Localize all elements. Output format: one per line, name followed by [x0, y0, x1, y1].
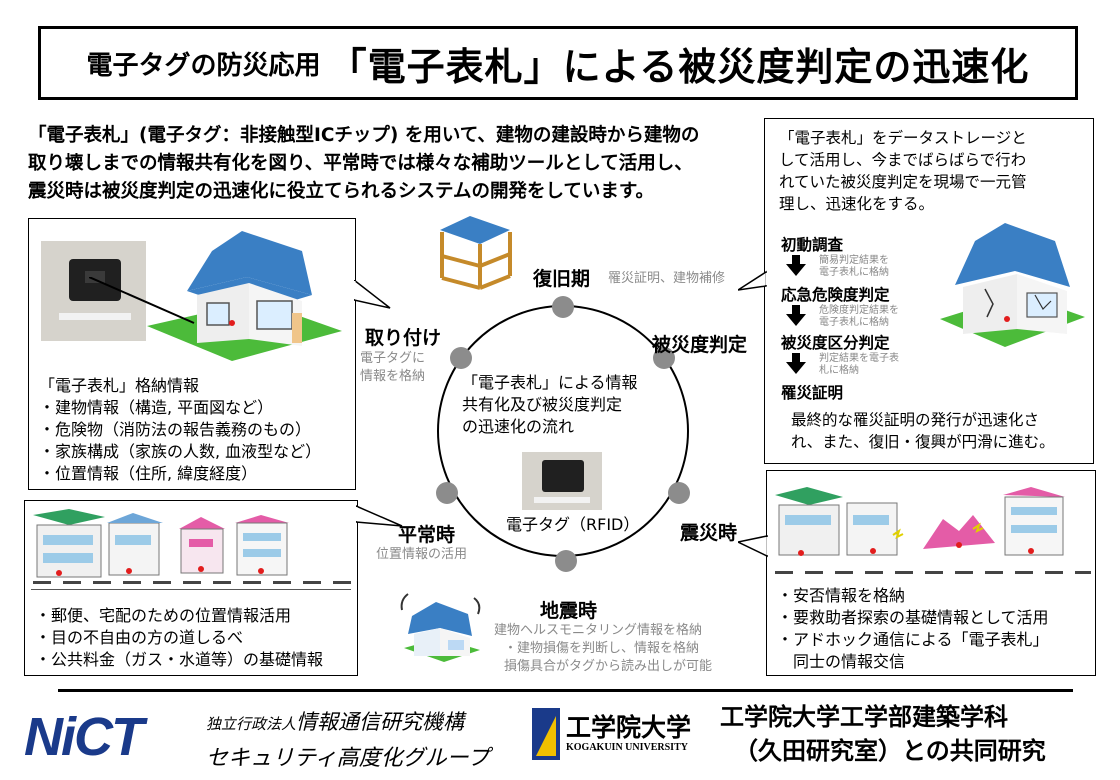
stage-quake-note-line: 建物ヘルスモニタリング情報を格納 [494, 623, 703, 638]
step-arrow [786, 314, 806, 326]
list-item: ・位置情報（住所, 緯度経度） [39, 464, 258, 483]
step-emergency-risk: 応急危険度判定 [781, 286, 890, 304]
bottom-left-callout: ・郵便、宅配のための位置情報活用 ・目の不自由の方の道しるべ ・公共料金（ガス・… [24, 500, 358, 676]
step-note: 判定結果を電子表 [819, 353, 899, 364]
right-callout-pointer [738, 270, 768, 291]
street-houses-illustration [33, 509, 289, 578]
stage-recovery-note: 罹災証明、建物補修 [608, 271, 726, 286]
stage-install-note-line: 情報を格納 [360, 369, 426, 384]
kogakuin-emblem-icon [532, 708, 560, 760]
title-banner: 電子タグの防災応用 「電子表札」による被災度判定の迅速化 [38, 26, 1078, 100]
conclusion-line: 最終的な罹災証明の発行が迅速化さ [791, 411, 1040, 429]
org-type: 独立行政法人 [206, 715, 297, 733]
stage-recovery-label: 復旧期 [533, 268, 591, 290]
right-callout: 「電子表札」をデータストレージと して活用し、今までばらばらで行わ れていた被災… [764, 118, 1094, 464]
list-item: ・建物情報（構造, 平面図など） [39, 398, 274, 417]
intro-line: 「電子表札」(電子タグ：非接触型ICチップ) を用いて、建物の建設時から建物の [28, 125, 700, 146]
nict-org-name: 独立行政法人情報通信研究機構 セキュリティ高度化グループ [206, 706, 489, 772]
list-item: ・家族構成（家族の人数, 血液型など） [39, 442, 322, 461]
house-illustration [147, 231, 342, 361]
stage-quake-label: 地震時 [540, 600, 598, 622]
left-callout-heading: 「電子表札」格納情報 [39, 376, 200, 395]
list-item: ・目の不自由の方の道しるべ [35, 628, 244, 647]
collaboration-line: 工学院大学工学部建築学科 [720, 703, 1008, 731]
footer-divider [58, 689, 1073, 692]
intro-text: 「電子表札」(電子タグ：非接触型ICチップ) を用いて、建物の建設時から建物の … [28, 122, 768, 206]
step-note: 札に格納 [819, 365, 859, 376]
rfid-tag-label: 電子タグ（RFID） [506, 515, 640, 534]
list-item: ・アドホック通信による「電子表札」 [777, 630, 1049, 649]
cycle-node-disaster [668, 482, 690, 504]
step-note: 電子表札に格納 [819, 317, 889, 328]
stage-install-label: 取り付け [365, 327, 442, 349]
damaged-house-illustration [940, 223, 1085, 347]
frame-house-illustration [440, 216, 512, 290]
step-note: 簡易判定結果を [819, 255, 889, 266]
cycle-node-install [450, 347, 472, 369]
right-callout-line: れていた被災度判定を現場で一元管 [779, 173, 1027, 191]
step-arrow [786, 362, 806, 374]
list-item: ・要救助者探索の基礎情報として活用 [777, 608, 1049, 627]
step-arrow [786, 264, 806, 276]
cycle-center-line: 共有化及び被災度判定 [462, 395, 623, 414]
list-item: ・郵便、宅配のための位置情報活用 [35, 606, 292, 625]
stage-quake-note-line: 損傷具合がタグから読み出しが可能 [504, 659, 713, 674]
nict-logo: NiCT [24, 707, 144, 767]
kogakuin-logo-en: KOGAKUIN UNIVERSITY [566, 742, 688, 753]
stage-disaster-label: 震災時 [680, 522, 738, 544]
step-note: 電子表札に格納 [819, 267, 889, 278]
stage-normal-note: 位置情報の活用 [376, 547, 468, 562]
collaboration-line: （久田研究室）との共同研究 [734, 737, 1046, 765]
intro-line: 震災時は被災度判定の迅速化に役立てられるシステムの開発をしています。 [28, 181, 655, 202]
stage-install-note: 電子タグに 情報を格納 [360, 350, 425, 386]
stage-normal-label: 平常時 [398, 524, 456, 546]
rfid-tag-photo [522, 452, 602, 510]
list-item: 同士の情報交信 [777, 652, 906, 671]
title-prefix: 電子タグの防災応用 [86, 50, 321, 81]
stage-quake-note-line: ・建物損傷を判断し、情報を格納 [504, 641, 700, 656]
stage-assessment-label: 被災度判定 [652, 334, 748, 356]
monitored-house-illustration [400, 593, 481, 662]
left-callout: 「電子表札」格納情報 ・建物情報（構造, 平面図など） ・危険物（消防法の報告義… [28, 218, 356, 490]
cycle-center-line: の迅速化の流れ [462, 417, 575, 436]
list-item: ・危険物（消防法の報告義務のもの） [39, 420, 312, 439]
kogakuin-logo-text: 工学院大学 [566, 713, 692, 742]
list-item: ・安否情報を格納 [777, 586, 906, 605]
collaboration-text: 工学院大学工学部建築学科 （久田研究室）との共同研究 [720, 700, 1046, 768]
stage-quake-note: 建物ヘルスモニタリング情報を格納 ・建物損傷を判断し、情報を格納 損傷具合がタグ… [494, 622, 712, 676]
left-callout-pointer [354, 280, 391, 309]
title-main: 「電子表札」による被災度判定の迅速化 [328, 44, 1030, 89]
bottom-right-pointer [738, 535, 768, 558]
intro-line: 取り壊しまでの情報共有化を図り、平常時では様々な補助ツールとして活用し、 [28, 153, 693, 174]
step-note: 危険度判定結果を [819, 305, 899, 316]
pointer-line [89, 277, 195, 324]
bottom-right-callout: ・安否情報を格納 ・要救助者探索の基礎情報として活用 ・アドホック通信による「電… [766, 470, 1096, 676]
cycle-node-recovery [552, 296, 574, 318]
list-item: ・公共料金（ガス・水道等）の基礎情報 [35, 650, 324, 669]
conclusion-line: れ、また、復旧・復興が円滑に進む。 [791, 433, 1055, 451]
step-initial-survey: 初動調査 [781, 236, 844, 254]
step-certificate: 罹災証明 [781, 384, 844, 402]
disaster-street-illustration [775, 487, 1065, 556]
right-callout-line: して活用し、今までばらばらで行わ [779, 151, 1027, 169]
stage-install-note-line: 電子タグに [360, 351, 426, 366]
right-callout-line: 「電子表札」をデータストレージと [779, 129, 1027, 147]
cycle-node-normal [436, 482, 458, 504]
step-damage-class: 被災度区分判定 [781, 334, 890, 352]
cycle-node-assessment [653, 347, 675, 369]
cycle-center-text: 「電子表札」による情報 共有化及び被災度判定 の迅速化の流れ [462, 372, 682, 438]
cycle-center-line: 「電子表札」による情報 [462, 373, 638, 392]
right-callout-line: 理し、迅速化をする。 [779, 195, 935, 213]
org-group: セキュリティ高度化グループ [206, 746, 490, 771]
cycle-node-quake [555, 550, 577, 572]
org-name: 情報通信研究機構 [296, 710, 465, 734]
bottom-left-pointer [356, 505, 403, 527]
